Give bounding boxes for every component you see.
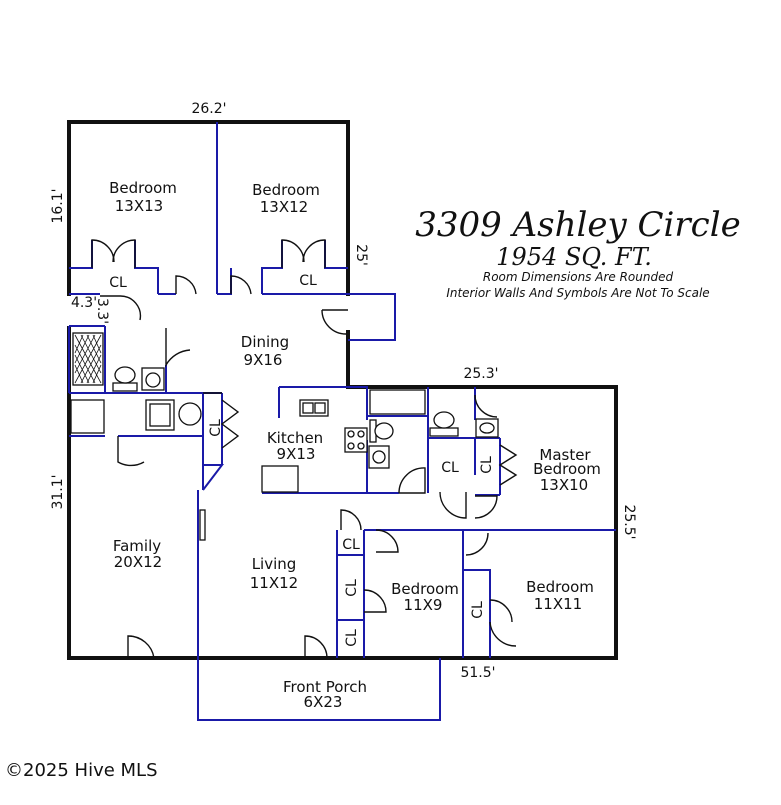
sink-icon [368, 445, 390, 469]
family-size: 20X12 [114, 553, 162, 571]
bedroom-e-size: 11X11 [534, 595, 582, 613]
bedroom-nw-size: 13X13 [115, 197, 163, 215]
toilet-icon [369, 419, 394, 443]
dryer-icon [145, 399, 175, 431]
closet-label: CL [344, 629, 360, 647]
closet-label: CL [470, 601, 486, 619]
bedroom-c-label: Bedroom [391, 580, 459, 598]
bathtub-icon [369, 389, 426, 415]
sink-icon [475, 418, 499, 438]
exterior-walls [67, 120, 618, 660]
refrigerator-icon [261, 465, 299, 493]
closet-label: CL [109, 275, 127, 291]
toilet-icon [112, 366, 138, 392]
dimension-left-lower: 31.1' [50, 474, 66, 509]
closet-label: CL [208, 419, 224, 437]
kitchen-label: Kitchen [267, 429, 323, 447]
closet-label: CL [342, 537, 360, 553]
stove-icon [344, 427, 368, 453]
porch-size: 6X23 [304, 693, 343, 711]
bedroom-e-label: Bedroom [526, 578, 594, 596]
copyright-watermark: ©2025 Hive MLS [5, 760, 158, 781]
fireplace-hearth [72, 332, 104, 386]
dimension-small-b: 3.3' [94, 298, 110, 324]
closet-label: CL [441, 460, 459, 476]
closet-label: CL [479, 456, 495, 474]
note-dimensions: Room Dimensions Are Rounded [483, 270, 674, 284]
dining-label: Dining [241, 333, 289, 351]
closet-label: CL [344, 579, 360, 597]
dimension-bottom: 51.5' [460, 665, 495, 681]
bedroom-n-label: Bedroom [252, 181, 320, 199]
dimension-right-top: 25.3' [463, 366, 498, 382]
note-scale: Interior Walls And Symbols Are Not To Sc… [446, 286, 709, 300]
master-size: 13X10 [540, 476, 588, 494]
washer-icon [70, 399, 105, 434]
square-footage: 1954 SQ. FT. [496, 243, 652, 271]
bedroom-n-size: 13X12 [260, 198, 308, 216]
family-label: Family [113, 537, 161, 555]
kitchen-sink-icon [299, 399, 329, 417]
kitchen-size: 9X13 [277, 445, 316, 463]
living-size: 11X12 [250, 574, 298, 592]
master-label-2: Bedroom [533, 460, 601, 478]
bedroom-c-size: 11X9 [404, 596, 443, 614]
dimension-small-a: 4.3' [71, 295, 97, 311]
water-heater-icon [178, 402, 202, 426]
property-title: 3309 Ashley Circle [415, 205, 740, 245]
sliding-door-icon [199, 509, 206, 541]
dimension-left-upper: 16.1' [50, 188, 66, 223]
dimension-upper-right: 25' [353, 244, 369, 266]
door-swings [91, 239, 518, 659]
closet-label: CL [299, 273, 317, 289]
porch-label: Front Porch [283, 678, 367, 696]
dimension-top: 26.2' [191, 101, 226, 117]
fixtures [70, 332, 499, 541]
toilet-icon [429, 411, 459, 437]
dining-size: 9X16 [244, 351, 283, 369]
interior-walls [68, 122, 616, 721]
dimension-right-side: 25.5' [621, 504, 637, 539]
sink-icon [141, 367, 165, 391]
living-label: Living [252, 555, 297, 573]
bedroom-nw-label: Bedroom [109, 179, 177, 197]
master-label-1: Master [539, 446, 591, 464]
